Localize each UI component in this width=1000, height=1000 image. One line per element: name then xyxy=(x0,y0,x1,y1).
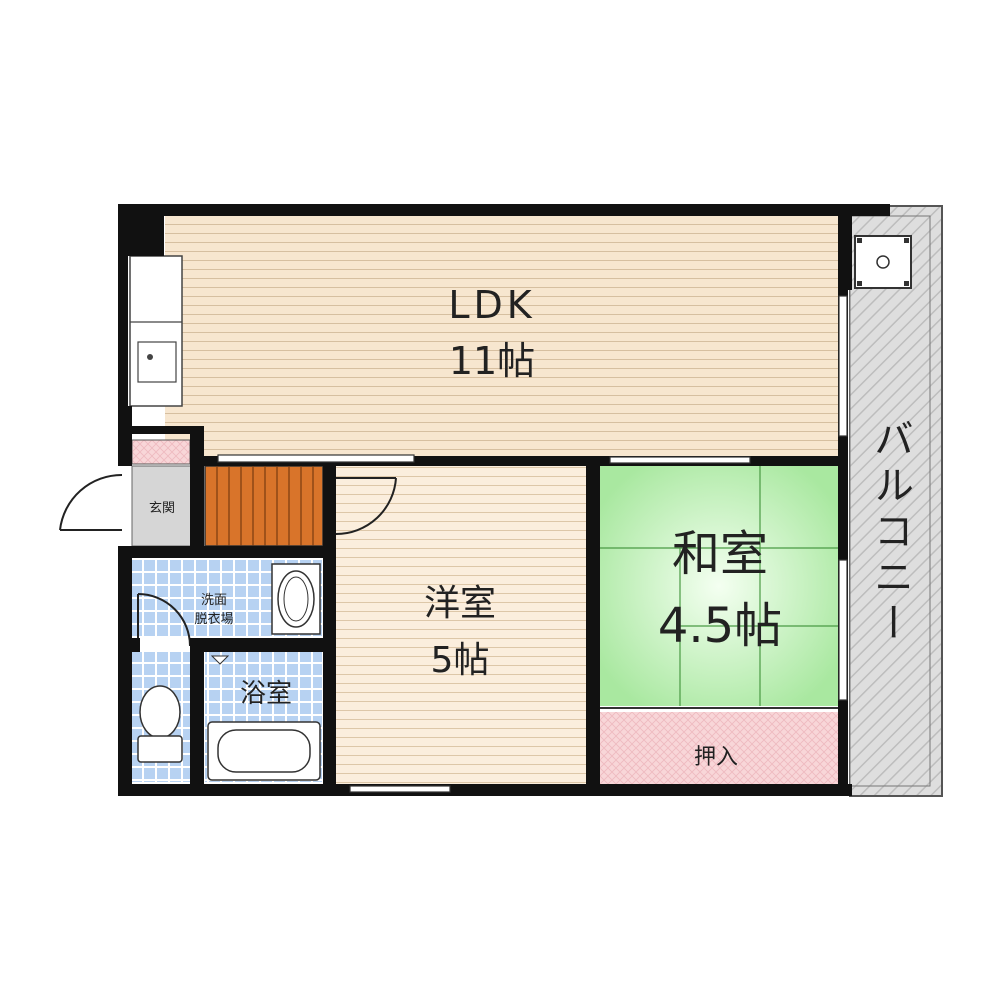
washroom-name-line1: 洗面 xyxy=(201,593,227,608)
closet-name: 押入 xyxy=(694,745,738,770)
balcony-name: バルコニー xyxy=(867,418,913,648)
ldk-size: 11帖 xyxy=(449,339,535,383)
shoe-closet xyxy=(131,439,191,465)
toilet-icon xyxy=(137,685,183,763)
balcony xyxy=(849,205,943,797)
western-room-size: 5帖 xyxy=(431,640,490,681)
washbasin-icon xyxy=(271,563,321,635)
walls xyxy=(118,204,890,796)
washroom-name-line2: 脱衣場 xyxy=(194,611,233,627)
washroom-door-icon xyxy=(137,593,191,647)
japanese-room-floor xyxy=(600,466,838,706)
ldk-floor xyxy=(165,216,841,460)
western-door-icon xyxy=(335,477,397,536)
entrance-name: 玄関 xyxy=(149,501,175,516)
bathtub-icon xyxy=(207,721,321,781)
stairs xyxy=(204,465,324,557)
tatami-lines xyxy=(600,466,838,706)
western-room-floor xyxy=(336,466,586,788)
entrance-door-icon xyxy=(59,473,123,531)
western-room-name: 洋室 xyxy=(424,583,496,624)
closet-floor xyxy=(600,712,838,788)
bath-name: 浴室 xyxy=(240,679,292,709)
ac-unit-icon xyxy=(854,235,912,289)
kitchen-counter xyxy=(129,255,183,407)
japanese-room-size: 4.5帖 xyxy=(658,598,782,654)
japanese-room-name: 和室 xyxy=(672,526,768,582)
ldk-name: LDK xyxy=(448,283,535,327)
windows xyxy=(217,295,848,793)
